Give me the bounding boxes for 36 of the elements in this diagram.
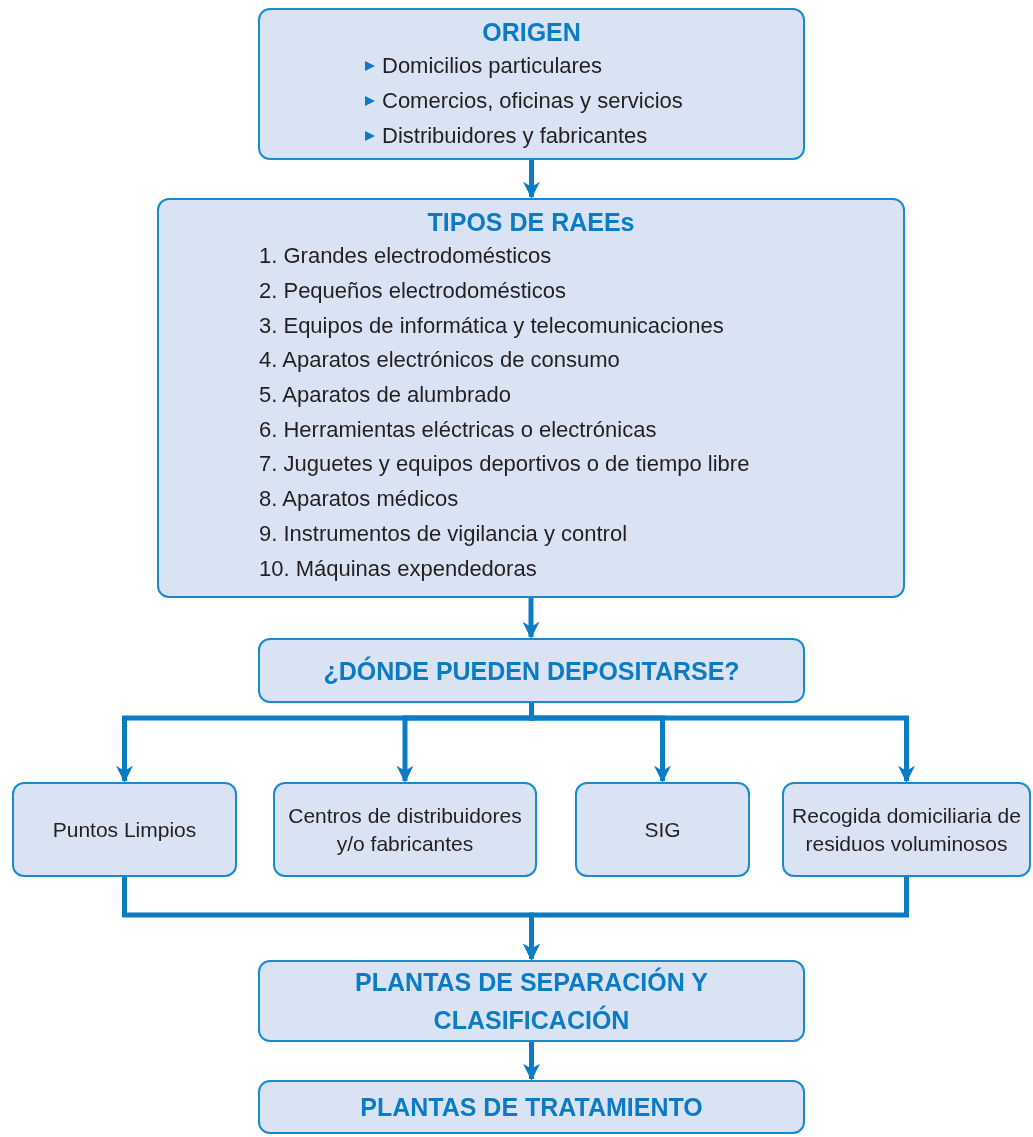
arrow	[523, 877, 909, 961]
box-heading: TIPOS DE RAEEs	[427, 207, 635, 238]
list-item: 2. Pequeños electrodomésticos	[259, 278, 566, 305]
list-item: 1. Grandes electrodomésticos	[259, 243, 552, 270]
box-label: Puntos Limpios	[52, 816, 197, 843]
list-item: 7. Juguetes y equipos deportivos o de tiempo libre	[259, 451, 750, 478]
list-item: Distribuidores y fabricantes	[382, 122, 648, 149]
list-item: 4. Aparatos electrónicos de consumo	[259, 347, 620, 374]
box-heading: PLANTAS DE TRATAMIENTO	[360, 1092, 703, 1123]
process-box	[258, 8, 805, 160]
list-item: 8. Aparatos médicos	[259, 486, 459, 513]
list-item: Comercios, oficinas y servicios	[382, 88, 683, 115]
box-label: Centros de distribuidores y/o fabricantes	[287, 802, 523, 857]
box-heading: ¿DÓNDE PUEDEN DEPOSITARSE?	[323, 655, 740, 687]
box-label: Recogida domiciliaria de residuos voluminosos	[792, 802, 1021, 857]
arrow	[523, 160, 540, 199]
list-item: 5. Aparatos de alumbrado	[259, 382, 511, 409]
process-box	[258, 960, 805, 1042]
process-box	[12, 782, 237, 877]
process-box	[258, 1080, 805, 1134]
arrow	[529, 703, 915, 783]
list-item: 9. Instrumentos de vigilancia y control	[259, 520, 628, 547]
list-item: Domicilios particulares	[382, 53, 603, 80]
process-box	[157, 198, 905, 598]
list-item: 3. Equipos de informática y telecomunicaciones	[259, 312, 724, 339]
list-item: 10. Máquinas expendedoras	[259, 555, 537, 582]
box-heading: PLANTAS DE SEPARACIÓN Y CLASIFICACIÓN	[354, 966, 709, 1036]
process-box	[258, 638, 805, 703]
list-item: 6. Herramientas eléctricas o electrónicas	[259, 416, 657, 443]
box-label: SIG	[644, 816, 681, 843]
arrow	[522, 598, 540, 639]
process-box	[782, 782, 1031, 877]
arrow	[523, 1042, 540, 1081]
box-heading: ORIGEN	[482, 17, 581, 48]
process-box	[273, 782, 537, 877]
process-box	[575, 782, 750, 877]
